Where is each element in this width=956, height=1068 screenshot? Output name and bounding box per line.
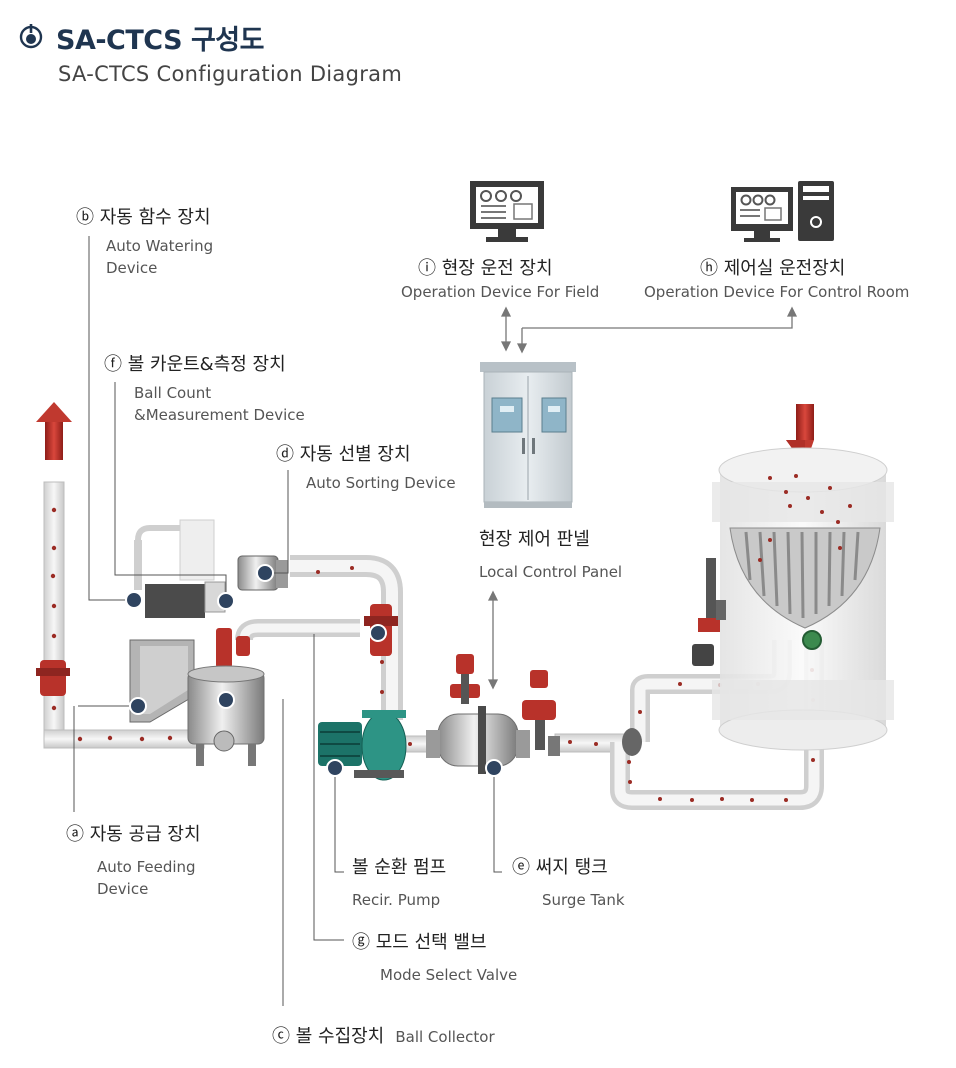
label-auto-watering: ⓑ 자동 함수 장치 Auto Watering Device	[76, 203, 213, 279]
page-subtitle: SA-CTCS Configuration Diagram	[58, 62, 403, 86]
label-ko: ⓘ 현장 운전 장치	[418, 258, 553, 279]
label-surge-tank: ⓔ 써지 탱크 Surge Tank	[512, 853, 625, 911]
label-en: Recir. Pump	[352, 891, 441, 909]
pipe-network	[43, 481, 824, 810]
label-ko: ⓕ 볼 카운트&측정 장치	[104, 354, 286, 375]
label-en: &Measurement Device	[134, 406, 305, 424]
label-local-panel: 현장 제어 판넬 Local Control Panel	[479, 525, 622, 583]
surge-tank	[426, 654, 642, 774]
label-recir-pump: 볼 순환 펌프 Recir. Pump	[352, 853, 446, 911]
local-control-panel-cabinet	[480, 362, 576, 508]
label-auto-sorting: ⓓ 자동 선별 장치 Auto Sorting Device	[276, 440, 456, 494]
recirculation-pump	[318, 710, 407, 781]
label-ko: ⓒ 볼 수집장치	[272, 1026, 385, 1047]
control-room-monitor-icon	[731, 181, 834, 242]
label-auto-feeding: ⓐ 자동 공급 장치 Auto Feeding Device	[66, 820, 201, 900]
label-control-room-en: Operation Device For Control Room	[644, 281, 909, 303]
label-en: Operation Device For Field	[401, 283, 600, 301]
label-ball-collector: ⓒ 볼 수집장치 Ball Collector	[272, 1022, 495, 1048]
label-control-room: ⓗ 제어실 운전장치	[700, 254, 845, 280]
label-en: Device	[106, 259, 158, 277]
label-en: Local Control Panel	[479, 563, 623, 581]
label-en: Ball Count	[134, 384, 212, 402]
power-dot-icon	[19, 24, 43, 49]
label-ko: ⓓ 자동 선별 장치	[276, 444, 411, 465]
field-monitor-icon	[470, 181, 544, 242]
label-field-operation: ⓘ 현장 운전 장치	[418, 254, 553, 280]
label-en: Auto Sorting Device	[306, 474, 456, 492]
label-ko: ⓖ 모드 선택 밸브	[352, 932, 487, 953]
label-en: Auto Feeding	[97, 858, 196, 876]
callout-lines	[73, 236, 502, 1006]
label-ball-count: ⓕ 볼 카운트&측정 장치 Ball Count &Measurement De…	[104, 350, 305, 426]
label-ko: ⓔ 써지 탱크	[512, 857, 608, 878]
label-en: Auto Watering	[106, 237, 214, 255]
label-ko: ⓐ 자동 공급 장치	[66, 824, 201, 845]
label-ko: 현장 제어 판넬	[479, 529, 590, 550]
label-en: Operation Device For Control Room	[644, 283, 910, 301]
label-en: Ball Collector	[395, 1028, 495, 1046]
label-en: Mode Select Valve	[380, 966, 518, 984]
label-en: Surge Tank	[542, 891, 625, 909]
signal-arrows	[487, 306, 798, 690]
label-mode-select: ⓖ 모드 선택 밸브 Mode Select Valve	[352, 928, 517, 986]
outflow-arrow-icon	[36, 402, 72, 460]
callout-markers	[125, 564, 503, 777]
label-field-operation-en: Operation Device For Field	[401, 281, 599, 303]
label-ko: 볼 순환 펌프	[352, 857, 447, 878]
label-en: Device	[97, 880, 149, 898]
label-ko: ⓗ 제어실 운전장치	[700, 258, 846, 279]
label-ko: ⓑ 자동 함수 장치	[76, 207, 211, 228]
main-strainer	[692, 447, 894, 751]
page-title: SA-CTCS 구성도	[56, 25, 264, 56]
